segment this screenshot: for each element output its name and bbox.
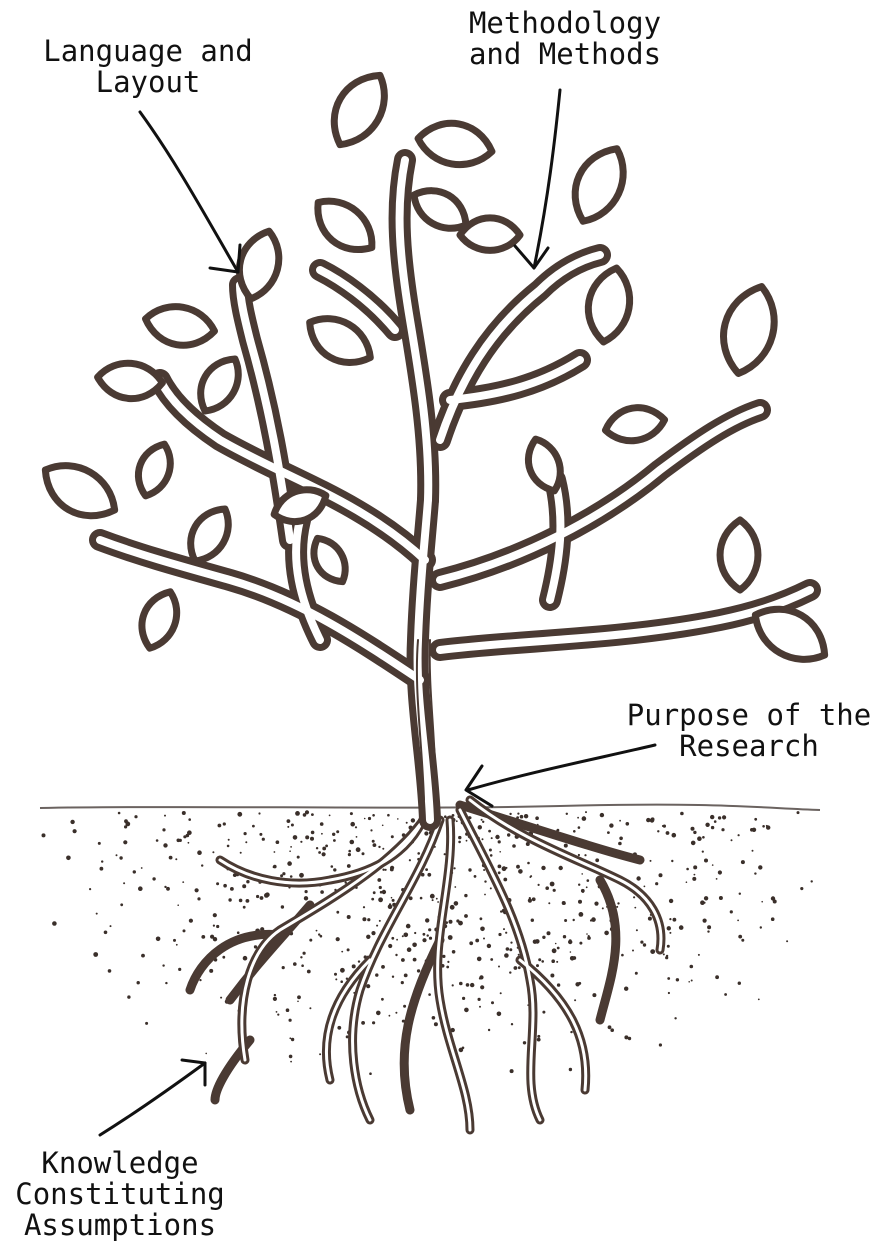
label-knowledge-assumptions: Knowledge Constituting Assumptions [10, 1148, 230, 1241]
leaf-17 [34, 452, 125, 530]
label-purpose-of-research: Purpose of the Research [615, 700, 883, 762]
leaf-8 [142, 301, 218, 350]
arrow-method [534, 90, 560, 268]
label-methodology-and-methods: Methodology and Methods [440, 8, 690, 70]
leaf-11 [96, 361, 164, 402]
label-knowledge-line-2: Constituting [10, 1179, 230, 1210]
label-method-line-2: and Methods [440, 39, 690, 70]
arrow-method-head [515, 246, 548, 268]
label-knowledge-line-3: Assumptions [10, 1210, 230, 1241]
leaf-4 [305, 189, 383, 263]
leaf-9 [300, 307, 380, 375]
leaf-16 [131, 439, 178, 501]
arrow-knowledge [100, 1063, 205, 1135]
label-purpose-line-1: Purpose of the [615, 700, 883, 731]
label-knowledge-line-1: Knowledge [10, 1148, 230, 1179]
arrows [100, 90, 655, 1135]
leaf-23 [305, 532, 353, 589]
label-language-line-2: Layout [18, 67, 278, 98]
leaf-12 [190, 350, 248, 418]
leaf-20 [134, 586, 185, 653]
leaf-10 [582, 264, 635, 345]
arrow-language [140, 112, 238, 272]
label-purpose-line-2: Research [615, 731, 883, 762]
leaf-2 [415, 117, 496, 170]
leaf-3 [562, 139, 635, 230]
label-language-and-layout: Language and Layout [18, 36, 278, 98]
leaf-1 [320, 64, 398, 155]
label-language-line-1: Language and [18, 36, 278, 67]
roots [190, 800, 661, 1130]
leaf-14 [602, 403, 667, 445]
label-method-line-1: Methodology [440, 8, 690, 39]
leaf-21 [720, 520, 758, 590]
leaf-13 [714, 280, 784, 380]
leaf-6 [460, 218, 520, 250]
